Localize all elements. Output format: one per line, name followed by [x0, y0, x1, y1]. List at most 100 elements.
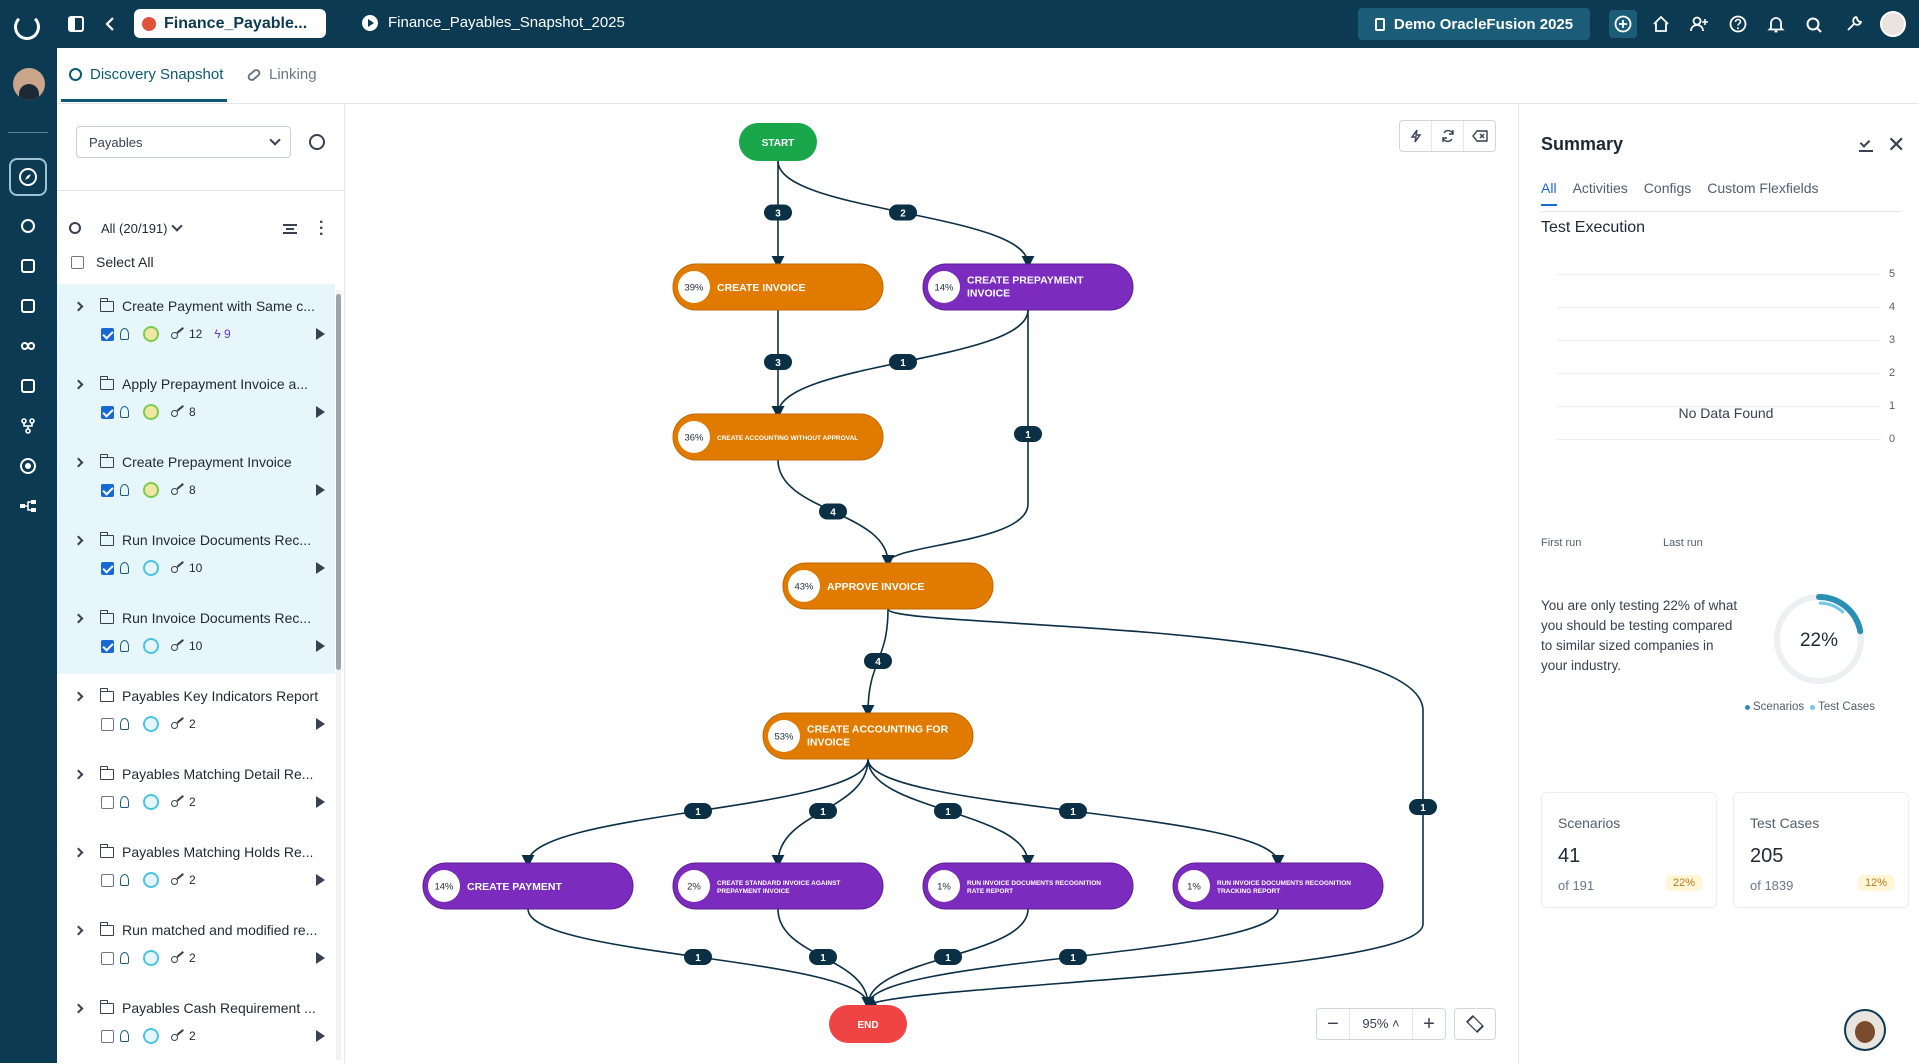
- edge-count-badge[interactable]: 1: [934, 803, 962, 819]
- flow-icon[interactable]: [14, 412, 42, 440]
- list-item[interactable]: Apply Prepayment Invoice a...8: [57, 362, 335, 440]
- app-logo-icon[interactable]: [14, 14, 40, 40]
- list-item-header[interactable]: Run Invoice Documents Rec...: [73, 531, 331, 548]
- edge-count-badge[interactable]: 1: [809, 803, 837, 819]
- scrollbar-track[interactable]: [336, 290, 341, 1060]
- test-cases-card[interactable]: Test Cases 205 of 1839 12%: [1733, 792, 1909, 908]
- run-icon[interactable]: [316, 562, 325, 574]
- run-icon[interactable]: [316, 1030, 325, 1042]
- activity-node[interactable]: 39%CREATE INVOICE: [672, 263, 884, 311]
- chevron-right-icon[interactable]: [73, 925, 84, 935]
- run-icon[interactable]: [316, 718, 325, 730]
- chevron-right-icon[interactable]: [73, 379, 84, 389]
- list-item-header[interactable]: Payables Matching Detail Re...: [73, 765, 331, 782]
- run-icon[interactable]: [316, 874, 325, 886]
- edge-count-badge[interactable]: 3: [764, 204, 792, 221]
- checkbox[interactable]: [101, 717, 114, 731]
- database-icon[interactable]: [14, 252, 42, 280]
- checkbox[interactable]: [101, 795, 114, 809]
- list-item[interactable]: Payables Matching Detail Re...2: [57, 752, 335, 830]
- edge-count-badge[interactable]: 3: [764, 354, 792, 370]
- user-avatar[interactable]: [1880, 11, 1906, 37]
- edge-count-badge[interactable]: 1: [1059, 949, 1087, 965]
- activity-node[interactable]: 36%CREATE ACCOUNTING WITHOUT APPROVAL: [672, 413, 884, 461]
- search-icon[interactable]: [69, 222, 81, 234]
- chevron-right-icon[interactable]: [73, 769, 84, 779]
- layers-icon[interactable]: [1454, 1008, 1496, 1040]
- edge-count-badge[interactable]: 1: [809, 949, 837, 965]
- activity-node[interactable]: 14%CREATE PAYMENT: [422, 862, 634, 910]
- end-node[interactable]: END: [829, 1005, 907, 1043]
- edge-count-badge[interactable]: 1: [684, 949, 712, 965]
- checkbox[interactable]: [101, 327, 114, 341]
- active-project-tab[interactable]: Finance_Payable...: [134, 9, 326, 38]
- clear-icon[interactable]: [1464, 121, 1495, 151]
- add-button[interactable]: [1609, 10, 1637, 38]
- flow-edge[interactable]: [863, 608, 1424, 1008]
- run-icon[interactable]: [316, 952, 325, 964]
- home-icon[interactable]: [1649, 12, 1673, 36]
- chevron-right-icon[interactable]: [73, 847, 84, 857]
- module-select[interactable]: Payables: [76, 126, 291, 158]
- help-icon[interactable]: [1726, 12, 1750, 36]
- checkbox[interactable]: [101, 561, 114, 575]
- zoom-out-button[interactable]: −: [1327, 1012, 1339, 1035]
- summary-tab-activities[interactable]: Activities: [1572, 180, 1628, 196]
- edge-count-badge[interactable]: 1: [934, 949, 962, 965]
- sort-icon[interactable]: [283, 224, 297, 234]
- chevron-right-icon[interactable]: [73, 1003, 84, 1013]
- refresh-icon[interactable]: [1432, 121, 1464, 151]
- activity-node[interactable]: 43%APPROVE INVOICE: [782, 562, 994, 610]
- filter-dropdown[interactable]: All (20/191): [101, 221, 181, 236]
- zoom-in-button[interactable]: +: [1423, 1012, 1435, 1035]
- lightning-icon[interactable]: [1400, 121, 1432, 151]
- select-all-checkbox[interactable]: Select All: [71, 254, 154, 270]
- list-item[interactable]: Run Invoice Documents Rec...10: [57, 596, 335, 674]
- run-icon[interactable]: [316, 640, 325, 652]
- chevron-right-icon[interactable]: [73, 691, 84, 701]
- list-item[interactable]: Payables Matching Holds Re...2: [57, 830, 335, 908]
- checkbox[interactable]: [101, 405, 114, 419]
- aperture-icon[interactable]: [14, 212, 42, 240]
- environment-button[interactable]: Demo OracleFusion 2025: [1358, 8, 1590, 40]
- server-icon[interactable]: [14, 372, 42, 400]
- wrench-icon[interactable]: [1842, 12, 1866, 36]
- sidebar-toggle-icon[interactable]: [64, 12, 88, 36]
- back-icon[interactable]: [98, 12, 122, 36]
- target-icon[interactable]: [14, 452, 42, 480]
- edge-count-badge[interactable]: 1: [1014, 426, 1042, 442]
- list-item-header[interactable]: Payables Matching Holds Re...: [73, 843, 331, 860]
- compass-icon[interactable]: [9, 158, 47, 196]
- run-icon[interactable]: [316, 328, 325, 340]
- list-item-header[interactable]: Apply Prepayment Invoice a...: [73, 375, 331, 392]
- chevron-right-icon[interactable]: [73, 535, 84, 545]
- edge-count-badge[interactable]: 4: [864, 653, 892, 669]
- list-item-header[interactable]: Run Invoice Documents Rec...: [73, 609, 331, 626]
- chevron-right-icon[interactable]: [73, 457, 84, 467]
- list-item[interactable]: Run Invoice Documents Rec...10: [57, 518, 335, 596]
- chevron-right-icon[interactable]: [73, 301, 84, 311]
- list-item[interactable]: Payables Cash Requirement ...2: [57, 986, 335, 1064]
- summary-tab-custom-flexfields[interactable]: Custom Flexfields: [1707, 180, 1819, 196]
- list-item[interactable]: Run matched and modified re...2: [57, 908, 335, 986]
- history-icon[interactable]: [309, 134, 325, 150]
- checkbox[interactable]: [101, 483, 114, 497]
- infinity-icon[interactable]: [14, 332, 42, 360]
- list-item-header[interactable]: Payables Key Indicators Report: [73, 687, 331, 704]
- hierarchy-icon[interactable]: [14, 492, 42, 520]
- summary-tab-configs[interactable]: Configs: [1643, 180, 1692, 196]
- chevron-right-icon[interactable]: [73, 613, 84, 623]
- list-item-header[interactable]: Create Prepayment Invoice: [73, 453, 331, 470]
- run-icon[interactable]: [316, 406, 325, 418]
- summary-tab-all[interactable]: All: [1541, 180, 1557, 211]
- edge-count-badge[interactable]: 1: [1409, 799, 1437, 815]
- more-options-icon[interactable]: ···: [319, 214, 325, 243]
- list-item-header[interactable]: Run matched and modified re...: [73, 921, 331, 938]
- scrollbar-thumb[interactable]: [336, 294, 341, 670]
- list-item-header[interactable]: Payables Cash Requirement ...: [73, 999, 331, 1016]
